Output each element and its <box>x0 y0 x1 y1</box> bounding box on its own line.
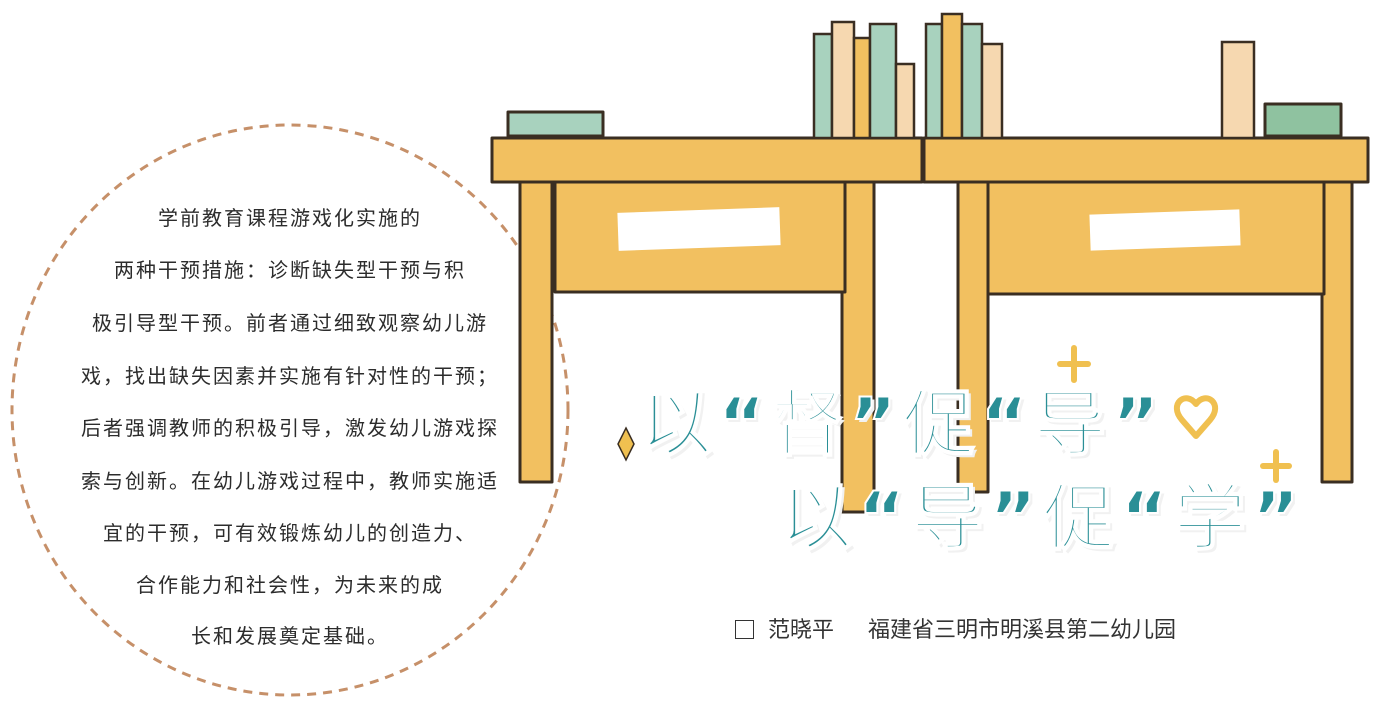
heart-icon <box>1173 395 1219 439</box>
left-desk <box>490 110 924 514</box>
abstract-line: 索与创新。在幼儿游戏过程中，教师实施适 <box>81 469 499 493</box>
abstract-circle <box>10 123 570 697</box>
book-icon <box>980 42 1004 140</box>
sparkle-icon <box>617 426 635 462</box>
abstract-line: 合作能力和社会性，为未来的成 <box>136 573 444 597</box>
left-books <box>812 20 916 140</box>
book-icon <box>1220 40 1256 140</box>
square-bullet-icon <box>735 620 754 639</box>
book-icon <box>868 22 898 140</box>
right-desk <box>922 102 1370 494</box>
book-icon <box>894 62 916 140</box>
right-books <box>924 12 1256 140</box>
book-icon <box>812 32 834 140</box>
abstract-line: 宜的干预，可有效锻炼幼儿的创造力、 <box>103 521 477 545</box>
book-icon <box>830 20 856 140</box>
abstract: 学前教育课程游戏化实施的 两种干预措施：诊断缺失型干预与积 极引导型干预。前者通… <box>20 120 560 710</box>
author-affiliation: 福建省三明市明溪县第二幼儿园 <box>868 618 1177 643</box>
abstract-line: 极引导型干预。前者通过细致观察幼儿游 <box>92 311 488 335</box>
article-title-line-2: 以“导”促“学” <box>779 476 1306 560</box>
book-icon <box>852 36 872 140</box>
book-icon <box>924 22 944 140</box>
abstract-line: 戏，找出缺失因素并实施有针对性的干预； <box>81 364 499 388</box>
abstract-line: 后者强调教师的积极引导，激发幼儿游戏探 <box>81 416 499 440</box>
book-icon <box>960 22 984 140</box>
sparkle-icon <box>1057 345 1292 483</box>
abstract-line: 学前教育课程游戏化实施的 <box>158 206 422 230</box>
book-icon <box>940 12 964 140</box>
abstract-line: 长和发展奠定基础。 <box>191 624 389 648</box>
abstract-line: 两种干预措施：诊断缺失型干预与积 <box>114 258 466 282</box>
byline: 范晓平 福建省三明市明溪县第二幼儿园 <box>735 612 1176 644</box>
author-name: 范晓平 <box>768 618 835 643</box>
article-title-line-1: 以“督”促“导” <box>639 382 1166 466</box>
